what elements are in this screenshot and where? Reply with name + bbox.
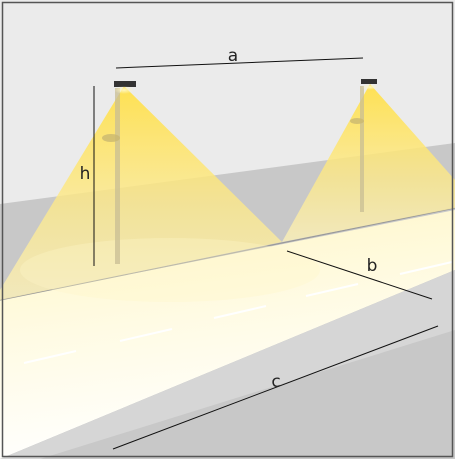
light-pool-1 [20, 238, 320, 302]
lane-markings [23, 261, 453, 364]
light-cone-2 [282, 84, 455, 242]
dimension-line-a [115, 57, 364, 69]
road-lower-shade [0, 270, 455, 459]
label-h: h [80, 164, 91, 184]
dimension-line-c [112, 325, 439, 450]
street-lamp-icon [350, 79, 378, 212]
label-c: c [271, 372, 280, 392]
light-cone-1 [0, 86, 282, 300]
street-lamp-icon [102, 81, 136, 264]
road-curb [0, 207, 455, 301]
road-lit-area [0, 210, 455, 459]
label-b: b [367, 256, 378, 276]
label-a: a [228, 46, 238, 66]
dimension-line-b [286, 250, 433, 300]
